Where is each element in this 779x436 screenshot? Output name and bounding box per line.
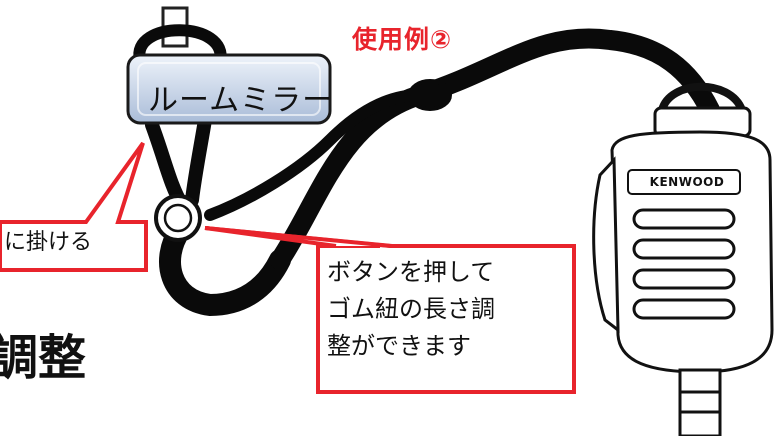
adjust-bead xyxy=(154,194,202,242)
callout-right-box xyxy=(204,226,576,394)
brand-logo-text: KENWOOD xyxy=(649,175,725,189)
callout-right-line: ボタンを押して xyxy=(327,258,495,286)
partial-heading: 調整 xyxy=(0,330,87,386)
callout-right-line: ゴム紐の長さ調 xyxy=(327,295,495,323)
callout-left-box xyxy=(0,141,148,272)
example-title: 使用例② xyxy=(352,25,453,54)
callout-left-text: に掛ける xyxy=(4,230,93,255)
speaker-microphone xyxy=(592,82,774,436)
rear-view-mirror xyxy=(126,53,332,125)
callout-right-text: ボタンを押して ゴム紐の長さ調 整ができます xyxy=(327,254,567,365)
mirror-label: ルームミラー xyxy=(148,83,334,118)
callout-right-line: 整ができます xyxy=(327,332,471,360)
elastic-strap xyxy=(133,24,720,316)
